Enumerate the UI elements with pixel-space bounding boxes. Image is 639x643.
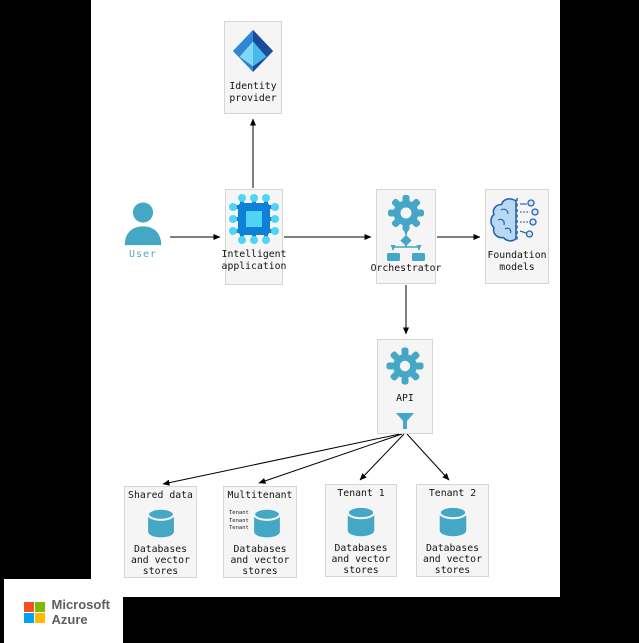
identity-provider-diamond-icon: [232, 29, 274, 73]
foundation-models-label: Foundation models: [487, 250, 547, 273]
logo-company: Microsoft: [51, 597, 111, 612]
multitenant-node: Multitenant Tenant Tenant Tenant Databas…: [223, 486, 297, 578]
funnel-icon: [396, 413, 414, 429]
intelligent-application-label: Intelligent application: [221, 249, 287, 272]
tenant-mini-label: Tenant: [229, 525, 249, 531]
api-node: API: [377, 339, 433, 434]
microsoft-azure-logo: Microsoft Azure: [24, 597, 111, 627]
tenant2-desc: Databases and vector stores: [423, 543, 482, 576]
microsoft-four-squares-icon: [24, 602, 45, 623]
identity-provider-node: Identity provider: [224, 21, 282, 114]
tenant1-desc: Databases and vector stores: [331, 543, 391, 576]
orchestrator-node: Orchestrator: [371, 189, 441, 284]
identity-provider-label: Identity provider: [229, 81, 277, 104]
tenant-mini-label: Tenant: [229, 517, 249, 524]
user-icon: [124, 202, 162, 246]
tenant-mini-label: Tenant: [229, 510, 249, 516]
database-icon: [346, 505, 376, 537]
database-icon: [438, 505, 467, 537]
logo-product: Azure: [51, 611, 88, 627]
brain-circuit-icon: [490, 198, 539, 242]
gear-icon: [386, 347, 424, 385]
orchestrator-label: Orchestrator: [370, 263, 442, 274]
tenant2-node: Tenant 2 Databases and vector stores: [416, 484, 489, 577]
tenant1-node: Tenant 1 Databases and vector stores: [325, 484, 397, 577]
gear-flowchart-icon: [387, 195, 425, 261]
shared-data-node: Shared data Databases and vector stores: [124, 486, 197, 578]
database-icon: [253, 507, 281, 538]
logo-surface: [4, 579, 123, 643]
database-icon: [146, 507, 175, 538]
intelligent-application-node: Intelligent application: [222, 189, 286, 285]
multitenant-tenant-list: Tenant Tenant Tenant: [229, 510, 249, 533]
shared-data-desc: Databases and vector stores: [131, 544, 190, 577]
tenant1-title: Tenant 1: [337, 488, 385, 499]
tenant2-title: Tenant 2: [428, 488, 477, 499]
shared-data-title: Shared data: [128, 490, 193, 501]
api-label: API: [396, 393, 414, 404]
multitenant-title: Multitenant: [227, 490, 293, 501]
logo-text: Microsoft Azure: [51, 597, 111, 627]
foundation-models-node: Foundation models: [485, 189, 549, 284]
chip-icon: [229, 194, 279, 244]
multitenant-desc: Databases and vector stores: [230, 544, 290, 577]
user-label: User: [128, 249, 158, 260]
